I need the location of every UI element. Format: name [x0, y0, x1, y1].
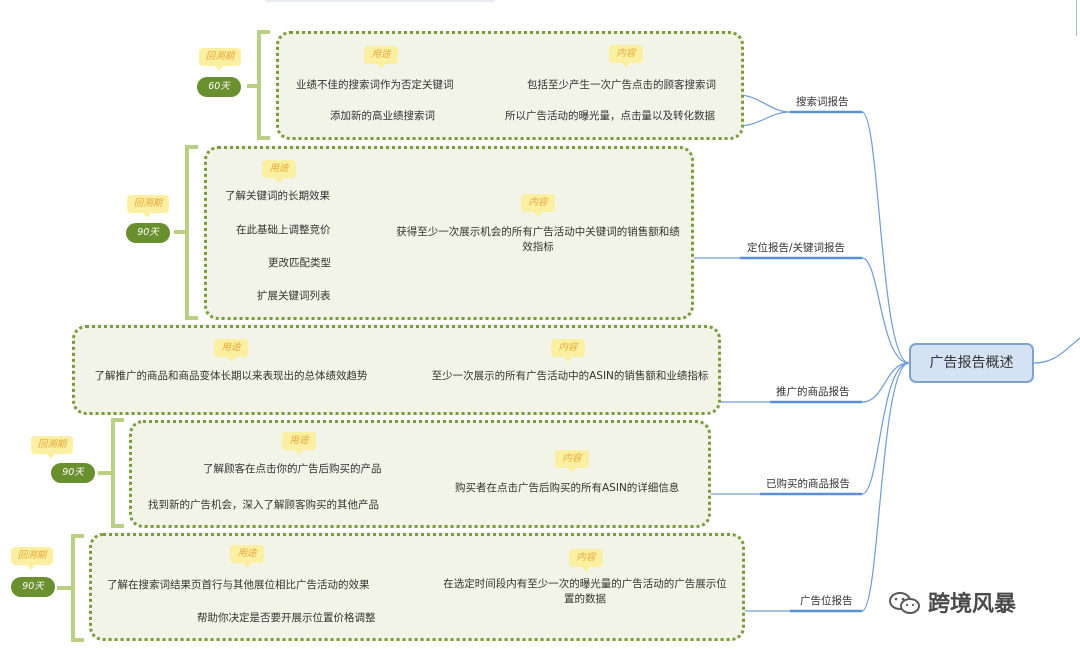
content-tag: 内容	[521, 194, 555, 217]
use-item[interactable]: 找到新的广告机会，深入了解顾客购买的其他产品	[148, 499, 379, 511]
use-item[interactable]: 业绩不佳的搜索词作为否定关键词	[296, 79, 454, 91]
use-item[interactable]: 了解推广的商品和商品变体长期以来表现出的总体绩效趋势	[94, 370, 368, 382]
lookback-tag: 回溯期	[127, 195, 169, 218]
use-tag: 用途	[214, 339, 248, 362]
duration-badge: 90天	[51, 463, 95, 483]
content-tag: 内容	[569, 549, 603, 572]
use-item[interactable]: 了解在搜索词结果页首行与其他展位相比广告活动的效果	[107, 579, 370, 591]
central-topic[interactable]: 广告报告概述	[909, 343, 1034, 383]
content-tag: 内容	[551, 339, 585, 362]
watermark-text: 跨境风暴	[928, 592, 1017, 617]
use-tag: 用途	[262, 160, 296, 183]
content-item[interactable]: 在选定时间段内有至少一次的曝光量的广告活动的广告展示位置的数据	[443, 578, 727, 605]
duration-badge: 90天	[11, 577, 55, 597]
group-search-terms	[276, 31, 744, 140]
use-item[interactable]: 帮助你决定是否要开展示位置价格调整	[197, 612, 376, 624]
content-tag: 内容	[555, 450, 589, 473]
use-item[interactable]: 添加新的高业绩搜索词	[330, 110, 435, 122]
content-item[interactable]: 所以广告活动的曝光量，点击量以及转化数据	[505, 110, 715, 122]
report-label-placement[interactable]: 广告位报告	[800, 595, 853, 607]
use-tag: 用途	[230, 545, 264, 568]
content-item[interactable]: 获得至少一次展示机会的所有广告活动中关键词的销售额和绩效指标	[396, 226, 680, 253]
duration-badge: 90天	[126, 223, 170, 243]
use-item[interactable]: 了解关键词的长期效果	[225, 190, 330, 202]
group-purchased-products	[129, 420, 711, 528]
offscreen-branch	[1076, 0, 1080, 36]
use-item[interactable]: 了解顾客在点击你的广告后购买的产品	[203, 463, 382, 475]
lookback-tag: 回溯期	[31, 436, 73, 459]
use-item[interactable]: 更改匹配类型	[268, 257, 331, 269]
content-item[interactable]: 购买者在点击广告后购买的所有ASIN的详细信息	[455, 482, 680, 494]
duration-badge: 60天	[197, 77, 241, 97]
report-label-search-terms[interactable]: 搜索词报告	[796, 96, 849, 108]
top-scroll-bar	[265, 0, 495, 2]
lookback-tag: 回溯期	[11, 547, 53, 570]
group-placement	[89, 533, 745, 641]
group-advertised-products	[72, 325, 721, 415]
report-label-advertised-products[interactable]: 推广的商品报告	[776, 386, 850, 398]
wechat-icon	[889, 592, 920, 614]
use-item[interactable]: 在此基础上调整竞价	[236, 224, 331, 236]
use-item[interactable]: 扩展关键词列表	[257, 290, 331, 302]
lookback-tag: 回溯期	[199, 48, 241, 71]
content-tag: 内容	[609, 45, 643, 68]
report-label-targeting[interactable]: 定位报告/关键词报告	[747, 242, 846, 254]
content-item[interactable]: 包括至少产生一次广告点击的顾客搜索词	[527, 79, 716, 91]
content-item[interactable]: 至少一次展示的所有广告活动中的ASIN的销售额和业绩指标	[431, 370, 709, 382]
report-label-purchased-products[interactable]: 已购买的商品报告	[766, 478, 850, 490]
use-tag: 用途	[364, 46, 398, 69]
use-tag: 用途	[282, 432, 316, 455]
